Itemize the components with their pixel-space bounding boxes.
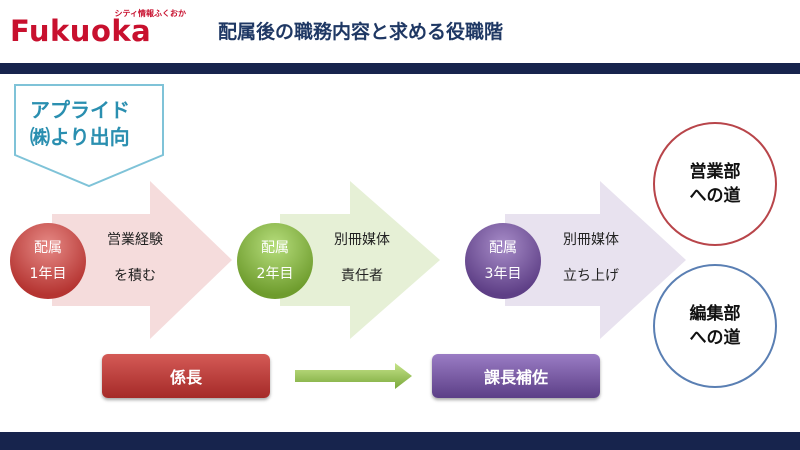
- step-2-text-line1: 別冊媒体: [334, 232, 390, 248]
- step-2-circle: 配属 2年目: [237, 223, 313, 299]
- promotion-arrow: [295, 363, 412, 389]
- step-3-year: 3年目: [484, 266, 522, 282]
- goal-editorial-circle: 編集部 への道: [653, 264, 777, 388]
- goal-editorial-line2: への道: [689, 328, 741, 348]
- step-2-text: 別冊媒体 責任者: [322, 222, 402, 294]
- goal-sales-line2: への道: [689, 186, 741, 206]
- step-3-label: 配属: [489, 240, 517, 256]
- step-1-label: 配属: [34, 240, 62, 256]
- step-2-year: 2年目: [256, 266, 294, 282]
- header-divider-bar: [0, 63, 800, 74]
- header: Fukuoka シティ情報ふくおか 配属後の職務内容と求める役職階: [0, 0, 800, 62]
- step-1-text-line2: を積む: [114, 268, 156, 284]
- step-3-text-line2: 立ち上げ: [563, 268, 619, 284]
- page-title: 配属後の職務内容と求める役職階: [218, 21, 504, 43]
- logo-subtext: シティ情報ふくおか: [114, 9, 186, 18]
- logo-text: Fukuoka: [10, 14, 152, 48]
- role-kachohosa: 課長補佐: [432, 354, 600, 398]
- goal-sales-circle: 営業部 への道: [653, 122, 777, 246]
- goal-editorial-line1: 編集部: [689, 304, 741, 324]
- origin-line1: アプライド: [30, 98, 130, 122]
- step-2-text-line2: 責任者: [341, 268, 383, 284]
- step-1-text-line1: 営業経験: [107, 232, 163, 248]
- role-kachohosa-label: 課長補佐: [483, 368, 548, 387]
- step-2-label: 配属: [261, 240, 289, 256]
- role-kakaricho-label: 係長: [169, 368, 202, 387]
- origin-pentagon-shape: [14, 84, 164, 188]
- step-1-circle: 配属 1年目: [10, 223, 86, 299]
- fukuoka-logo: Fukuoka シティ情報ふくおか: [10, 9, 188, 52]
- step-3-arrow: [505, 181, 686, 339]
- step-1-text: 営業経験 を積む: [95, 222, 175, 294]
- step-1-arrow: [52, 181, 232, 339]
- footer-bar: [0, 432, 800, 450]
- step-1-year: 1年目: [29, 266, 67, 282]
- step-3-text-line1: 別冊媒体: [563, 232, 619, 248]
- step-3-text: 別冊媒体 立ち上げ: [548, 222, 634, 294]
- step-3-circle: 配属 3年目: [465, 223, 541, 299]
- step-2-arrow: [280, 181, 440, 339]
- origin-line2: ㈱より出向: [30, 125, 130, 149]
- goal-sales-line1: 営業部: [689, 162, 741, 182]
- role-kakaricho: 係長: [102, 354, 270, 398]
